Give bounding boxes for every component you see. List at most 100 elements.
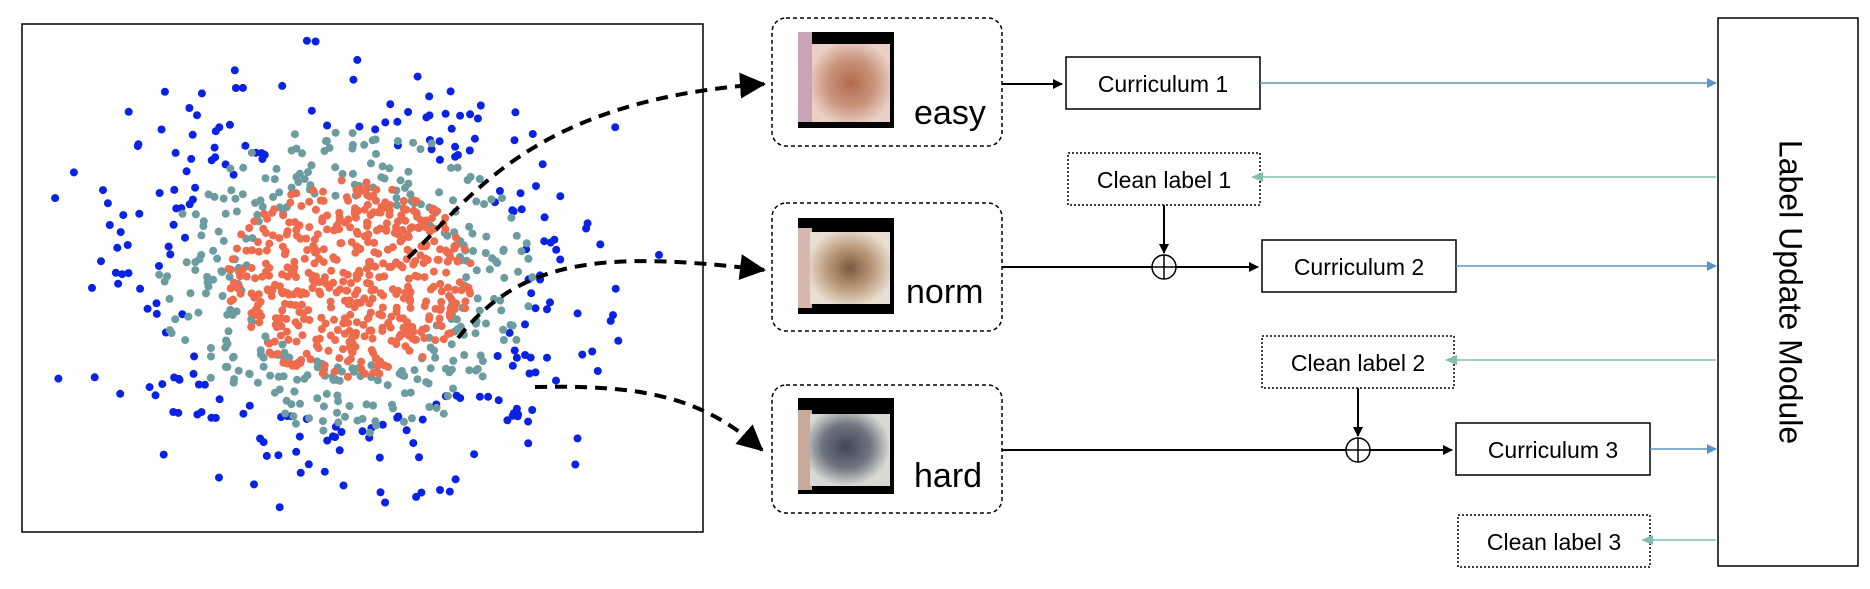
- hard-point: [435, 155, 444, 164]
- easy-point: [431, 336, 440, 345]
- easy-point: [310, 259, 319, 268]
- norm-point: [348, 169, 357, 178]
- easy-point: [434, 320, 443, 329]
- easy-point: [265, 348, 274, 357]
- easy-point: [349, 340, 357, 348]
- norm-point: [206, 373, 215, 382]
- norm-point: [399, 417, 408, 426]
- module-label: Label Update Module: [1773, 140, 1809, 444]
- norm-point: [472, 197, 481, 206]
- norm-point: [214, 227, 223, 236]
- norm-point: [453, 163, 462, 172]
- norm-point: [203, 272, 212, 281]
- easy-point: [306, 355, 315, 364]
- norm-point: [404, 167, 413, 176]
- easy-point: [320, 273, 329, 282]
- easy-point: [304, 306, 313, 315]
- hard-point: [355, 122, 364, 131]
- norm-point: [482, 319, 490, 328]
- hard-point: [510, 346, 519, 355]
- easy-point: [267, 292, 276, 301]
- norm-point: [496, 296, 505, 305]
- easy-point: [430, 237, 439, 246]
- easy-point: [378, 326, 387, 335]
- easy-point: [344, 196, 353, 205]
- hard-point: [511, 108, 520, 117]
- easy-point: [353, 286, 362, 295]
- norm-point: [278, 340, 287, 349]
- hard-point: [116, 228, 125, 237]
- easy-point: [387, 336, 396, 345]
- hard-point: [552, 376, 560, 385]
- easy-point: [378, 311, 386, 320]
- easy-point: [464, 283, 473, 292]
- easy-point: [254, 247, 263, 256]
- norm-point: [409, 138, 418, 147]
- easy-point: [360, 232, 369, 241]
- easy-point: [366, 192, 375, 201]
- easy-point: [286, 198, 295, 207]
- norm-point: [422, 378, 431, 387]
- norm-point: [385, 164, 394, 173]
- hard-point: [393, 117, 402, 126]
- easy-point: [329, 278, 338, 287]
- hard-point: [296, 468, 305, 477]
- easy-point: [355, 266, 364, 275]
- hard-point: [473, 114, 482, 123]
- easy-point: [278, 270, 287, 279]
- easy-point: [344, 300, 353, 309]
- hard-point: [275, 503, 284, 512]
- hard-point: [97, 257, 105, 266]
- easy-point: [368, 294, 377, 303]
- easy-point: [316, 196, 325, 205]
- norm-point: [478, 372, 487, 381]
- easy-point: [281, 247, 290, 256]
- norm-point: [373, 376, 382, 385]
- hard-point: [258, 155, 267, 163]
- easy-point: [370, 262, 379, 271]
- norm-point: [209, 246, 218, 255]
- hard-point: [190, 352, 199, 361]
- merge-node-2: [1345, 437, 1371, 463]
- easy-point: [265, 339, 274, 348]
- norm-point: [331, 128, 340, 137]
- norm-point: [307, 161, 316, 170]
- easy-point: [466, 259, 475, 268]
- norm-point: [160, 277, 169, 286]
- easy-point: [380, 272, 389, 281]
- easy-point: [283, 263, 292, 272]
- hard-point: [69, 168, 78, 177]
- hard-point: [556, 192, 565, 201]
- easy-point: [305, 197, 314, 206]
- norm-point: [210, 192, 219, 201]
- easy-point: [319, 258, 328, 267]
- easy-point: [346, 354, 355, 363]
- easy-point: [303, 246, 312, 255]
- easy-point: [448, 296, 457, 305]
- easy-point: [387, 263, 396, 271]
- norm-point: [416, 145, 425, 154]
- norm-point: [506, 321, 515, 329]
- norm-point: [463, 176, 472, 185]
- easy-point: [288, 361, 297, 370]
- hard-point: [90, 373, 99, 382]
- norm-point: [478, 357, 487, 366]
- norm-point: [372, 149, 380, 158]
- norm-point: [427, 139, 436, 148]
- hard-point: [54, 374, 63, 383]
- hard-point: [200, 380, 209, 389]
- hard-point: [528, 130, 537, 138]
- norm-point: [178, 209, 187, 218]
- easy-point: [452, 241, 461, 250]
- easy-point: [370, 238, 379, 247]
- hard-point: [378, 420, 387, 429]
- hard-point: [415, 453, 423, 462]
- norm-point: [524, 302, 533, 311]
- easy-point: [332, 224, 341, 233]
- easy-point: [375, 369, 384, 378]
- easy-point: [444, 329, 453, 338]
- hard-point: [353, 55, 362, 64]
- norm-point: [338, 170, 347, 178]
- norm-point: [199, 217, 208, 226]
- norm-point: [471, 329, 480, 338]
